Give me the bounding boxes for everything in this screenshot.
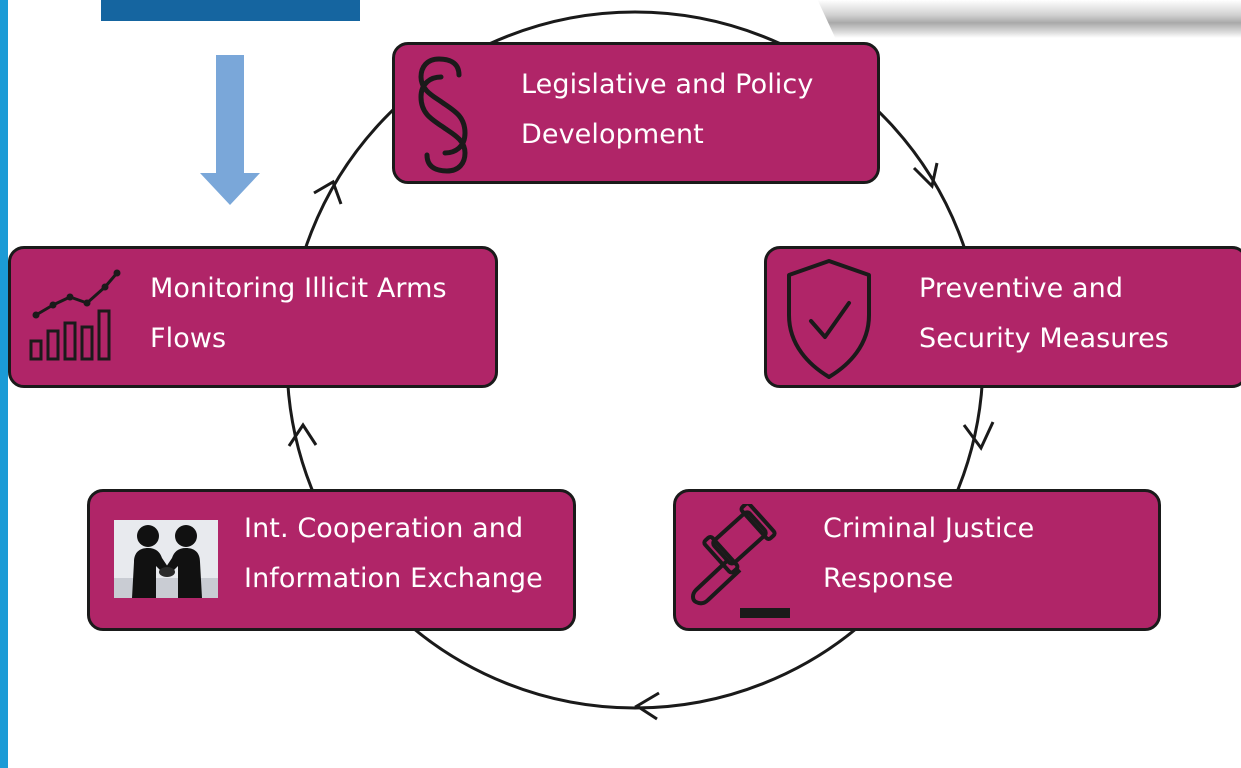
stage-label: Preventive and Security Measures	[919, 264, 1169, 364]
stage-label: Legislative and Policy Development	[521, 60, 813, 160]
stage-label: Int. Cooperation and Information Exchang…	[244, 504, 543, 604]
stage-label-line: Criminal Justice	[823, 513, 1035, 544]
stage-label: Monitoring Illicit Arms Flows	[150, 264, 447, 364]
cycle-arrowhead-left	[287, 422, 318, 447]
stage-legislative: Legislative and Policy Development	[392, 42, 880, 184]
stage-label-line: Development	[521, 119, 704, 150]
cycle-arrowhead-top-left	[313, 179, 343, 205]
title-block	[101, 0, 360, 21]
stage-label-line: Security Measures	[919, 323, 1169, 354]
stage-cooperation: Int. Cooperation and Information Exchang…	[87, 489, 576, 631]
handshake-figures-icon	[114, 520, 218, 598]
left-accent-bar	[0, 0, 8, 768]
stage-label: Criminal Justice Response	[823, 504, 1034, 604]
stage-label-line: Flows	[150, 323, 227, 354]
shield-check-icon	[787, 259, 871, 379]
stage-criminal: Criminal Justice Response	[673, 489, 1161, 631]
cycle-arrowhead-right	[962, 421, 995, 451]
cycle-arrowhead-bottom	[634, 691, 660, 721]
stage-monitoring: Monitoring Illicit Arms Flows	[8, 246, 498, 388]
stage-label-line: Response	[823, 563, 954, 594]
stage-label-line: Monitoring Illicit Arms	[150, 273, 447, 304]
rising-chart-icon	[29, 269, 121, 361]
section-sign-icon	[418, 56, 468, 174]
corner-shadow	[817, 0, 1241, 38]
cycle-arrowhead-top-right	[912, 162, 939, 190]
gavel-icon	[691, 504, 790, 618]
down-arrow	[200, 55, 260, 205]
stage-label-line: Int. Cooperation and	[244, 513, 524, 544]
stage-label-line: Information Exchange	[244, 563, 543, 594]
stage-label-line: Legislative and Policy	[521, 69, 814, 100]
stage-label-line: Preventive and	[919, 273, 1124, 304]
stage-preventive: Preventive and Security Measures	[764, 246, 1241, 388]
